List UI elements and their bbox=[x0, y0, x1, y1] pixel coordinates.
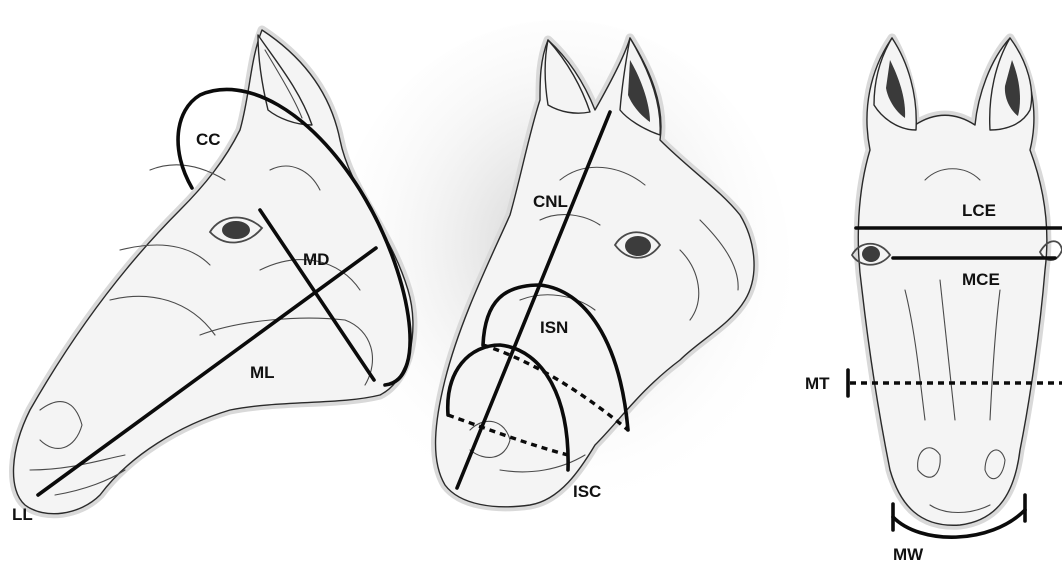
ml-label: ML bbox=[250, 363, 275, 382]
mce-label: MCE bbox=[962, 270, 1000, 289]
isn-label: ISN bbox=[540, 318, 568, 337]
md-label: MD bbox=[303, 250, 329, 269]
ll-label: LL bbox=[12, 505, 33, 524]
cc-label: CC bbox=[196, 130, 221, 149]
lce-label: LCE bbox=[962, 201, 996, 220]
mt-label: MT bbox=[805, 374, 830, 393]
right-horse-head: LCE MCE MT MW bbox=[805, 38, 1062, 564]
left-horse-head: CC MD ML LL bbox=[12, 30, 413, 524]
cnl-label: CNL bbox=[533, 192, 568, 211]
mw-label: MW bbox=[893, 545, 924, 564]
isc-label: ISC bbox=[573, 482, 601, 501]
